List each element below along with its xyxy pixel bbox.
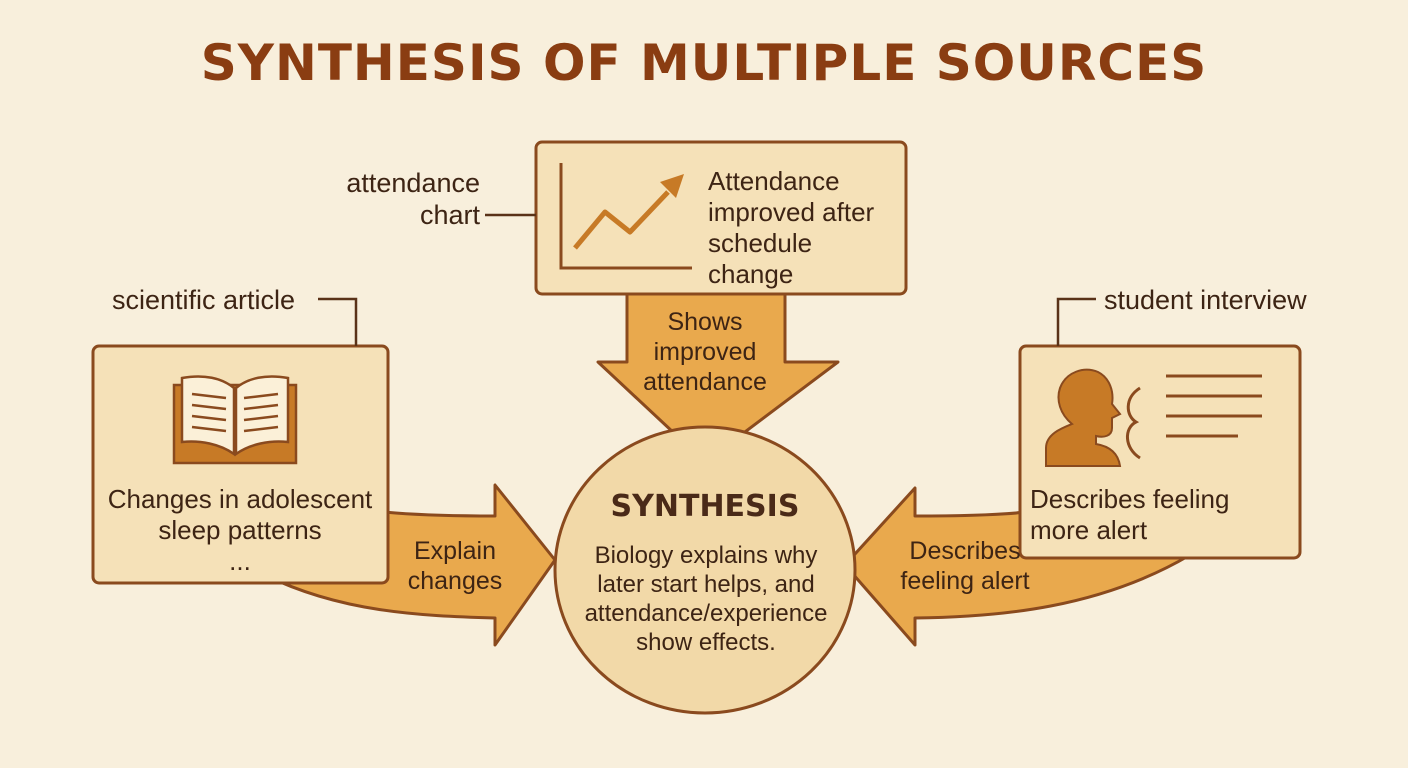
chart-text-line3: schedule change xyxy=(708,228,813,289)
line-chart-icon xyxy=(559,163,692,270)
speaking-person-icon xyxy=(1045,368,1262,467)
chart-text-line2: improved after xyxy=(708,197,875,227)
left-arrow-line2: changes xyxy=(407,567,503,595)
synthesis-line2: later start helps, and xyxy=(597,571,815,598)
interview-text-line2: more alert xyxy=(1030,515,1148,545)
page-title: SYNTHESIS OF MULTIPLE SOURCES xyxy=(200,34,1208,92)
article-leader-line xyxy=(318,297,358,346)
synthesis-line4: show effects. xyxy=(636,629,776,656)
chart-label-line2: chart xyxy=(419,200,480,230)
interview-text-line1: Describes feeling xyxy=(1030,484,1230,514)
article-text-line1: Changes in adolescent xyxy=(107,484,373,514)
chart-label-line1: attendance xyxy=(346,168,480,198)
right-arrow-label: Describes feeling alert xyxy=(880,536,1050,596)
top-arrow xyxy=(596,288,840,464)
left-arrow-line1: Explain xyxy=(414,537,496,565)
synthesis-line1: Biology explains why xyxy=(594,542,818,569)
right-arrow-line1: Describes xyxy=(909,537,1021,565)
synthesis-title: SYNTHESIS xyxy=(610,489,800,524)
synthesis-circle xyxy=(553,425,857,715)
interview-leader-line xyxy=(1056,297,1096,346)
interview-description: Describes feeling more alert xyxy=(1030,484,1290,546)
article-description: Changes in adolescent sleep patterns ... xyxy=(100,484,380,577)
synthesis-line3: attendance/experience xyxy=(584,600,828,627)
synthesis-description: Biology explains why later start helps, … xyxy=(568,541,844,657)
open-book-icon xyxy=(172,375,298,465)
article-text-line2: sleep patterns xyxy=(158,515,322,545)
article-text-line3: ... xyxy=(229,546,251,576)
chart-box xyxy=(534,140,908,296)
top-arrow-line2: improved xyxy=(653,338,757,366)
chart-text-line1: Attendance xyxy=(708,166,840,196)
article-source-label: scientific article xyxy=(112,285,296,315)
top-arrow-line1: Shows xyxy=(667,308,743,336)
chart-description: Attendance improved after schedule chang… xyxy=(708,166,903,290)
chart-source-label: attendance chart xyxy=(300,167,480,231)
right-arrow-line2: feeling alert xyxy=(900,567,1030,595)
top-arrow-line3: attendance xyxy=(643,368,767,396)
top-arrow-label: Shows improved attendance xyxy=(600,307,810,397)
interview-source-label: student interview xyxy=(1104,285,1307,315)
left-arrow-label: Explain changes xyxy=(385,536,525,596)
article-box xyxy=(91,344,390,585)
